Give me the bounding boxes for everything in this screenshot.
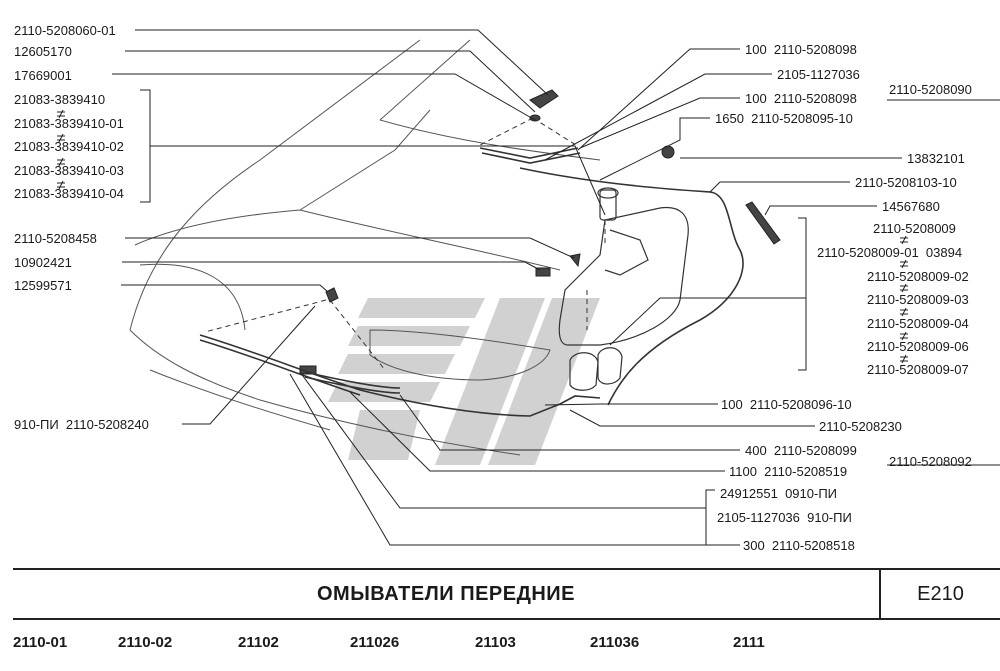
leader-lines-left (112, 29, 606, 425)
label-2110-5208009-01-03894: 2110-5208009-01 03894 (817, 245, 962, 260)
label-2110-5208009-03: 2110-5208009-03 (867, 292, 969, 307)
title-block: ОМЫВАТЕЛИ ПЕРЕДНИЕ E210 (13, 568, 1000, 620)
washer-reservoir (558, 187, 689, 391)
label-21083-3839410-02: 21083-3839410-02 (14, 139, 124, 154)
label-13832101: 13832101 (907, 151, 965, 166)
label-300-2110-5208518: 300 2110-5208518 (743, 538, 855, 553)
label-21083-3839410-01: 21083-3839410-01 (14, 116, 124, 131)
label-2110-5208009-04: 2110-5208009-04 (867, 316, 969, 331)
label-400-2110-5208099: 400 2110-5208099 (745, 443, 857, 458)
car-body-outline (129, 39, 601, 456)
model-item: 211036 (590, 634, 640, 651)
label-2110-5208230: 2110-5208230 (819, 419, 902, 434)
model-item: 2110-02 (118, 634, 173, 651)
nozzle-parts (299, 89, 781, 375)
model-item: 211026 (350, 634, 400, 651)
model-item: 21103 (475, 634, 516, 651)
label-2110-5208458: 2110-5208458 (14, 231, 97, 246)
title-divider (879, 570, 881, 618)
label-2110-5208009: 2110-5208009 (873, 221, 956, 236)
model-item: 2111 (733, 634, 765, 651)
model-list: 2110-01 2110-02 21102 211026 21103 21103… (0, 628, 1000, 658)
label-12605170: 12605170 (14, 44, 72, 59)
label-21083-3839410: 21083-3839410 (14, 92, 105, 107)
assembly-number-bottom: 2110-5208092 (889, 454, 972, 469)
label-1650-2110-5208095-10: 1650 2110-5208095-10 (715, 111, 853, 126)
label-2105-1127036: 2105-1127036 (777, 67, 860, 82)
label-2110-5208009-02: 2110-5208009-02 (867, 269, 969, 284)
model-item: 21102 (238, 634, 279, 651)
label-2110-5208009-07: 2110-5208009-07 (867, 362, 969, 377)
label-21083-3839410-04: 21083-3839410-04 (14, 186, 124, 201)
label-21083-3839410-03: 21083-3839410-03 (14, 163, 124, 178)
label-12599571: 12599571 (14, 278, 72, 293)
label-100-2110-5208096-10: 100 2110-5208096-10 (721, 397, 852, 412)
leader-lines-right (289, 48, 1000, 546)
label-2110-5208103-10: 2110-5208103-10 (855, 175, 957, 190)
label-10902421: 10902421 (14, 255, 72, 270)
label-14567680: 14567680 (882, 199, 940, 214)
label-17669001: 17669001 (14, 68, 72, 83)
label-100-2110-5208098-a: 100 2110-5208098 (745, 42, 857, 57)
label-1100-2110-5208519: 1100 2110-5208519 (729, 464, 847, 479)
sheet-code: E210 (917, 583, 964, 605)
label-910-pi-2110-5208240: 910-ПИ 2110-5208240 (14, 417, 149, 432)
label-2110-5208060-01: 2110-5208060-01 (14, 23, 116, 38)
label-100-2110-5208098-b: 100 2110-5208098 (745, 91, 857, 106)
sheet-title: ОМЫВАТЕЛИ ПЕРЕДНИЕ (316, 583, 575, 605)
label-2105-1127036-910-pi: 2105-1127036 910-ПИ (717, 510, 852, 525)
dashed-assembly-lines (204, 117, 606, 371)
model-item: 2110-01 (13, 634, 68, 651)
alternative-marks (57, 109, 908, 364)
assembly-number-top: 2110-5208090 (889, 82, 972, 97)
label-24912551-0910-pi: 24912551 0910-ПИ (720, 486, 837, 501)
label-2110-5208009-06: 2110-5208009-06 (867, 339, 969, 354)
